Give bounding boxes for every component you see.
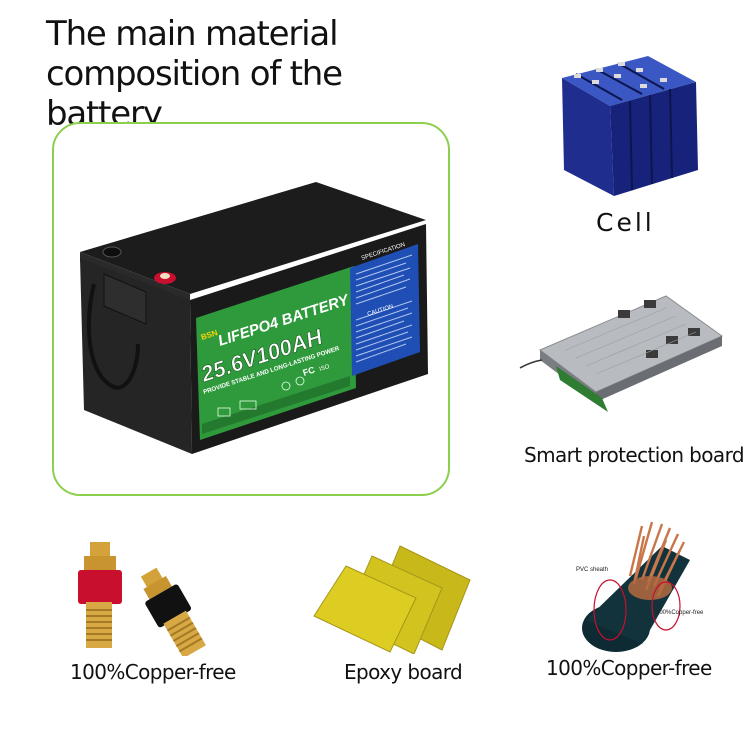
cable-caption: 100%Copper-free [546, 656, 712, 680]
epoxy-board-image [313, 545, 471, 654]
battery-top [80, 182, 426, 294]
cell-caption: Cell [596, 208, 655, 237]
certification-icons [217, 376, 305, 417]
cell-image [562, 56, 698, 196]
cable-core-label: 100%Copper-free [656, 610, 704, 616]
cert-iso: ISO [319, 364, 331, 373]
title-line-2: composition of the battery [46, 54, 343, 134]
cable-image: PVC sheath 100%Copper-free [576, 521, 704, 652]
battery-frame: SPECIFICATION CAUTION BSN LIFEPO4 BATTER… [52, 122, 450, 496]
terminals-image [78, 542, 206, 656]
cable-sheath-label: PVC sheath [576, 567, 608, 573]
epoxy-caption: Epoxy board [344, 660, 463, 684]
title-line-1: The main material [46, 14, 339, 54]
cert-fc: FC [302, 365, 317, 378]
terminals-caption: 100%Copper-free [70, 660, 236, 684]
battery-image: SPECIFICATION CAUTION BSN LIFEPO4 BATTER… [80, 182, 428, 454]
page-title: The main material composition of the bat… [46, 14, 466, 134]
protection-board-image [519, 295, 724, 412]
board-caption: Smart protection board [524, 443, 745, 467]
battery-handle [86, 283, 140, 390]
negative-terminal [102, 246, 122, 258]
